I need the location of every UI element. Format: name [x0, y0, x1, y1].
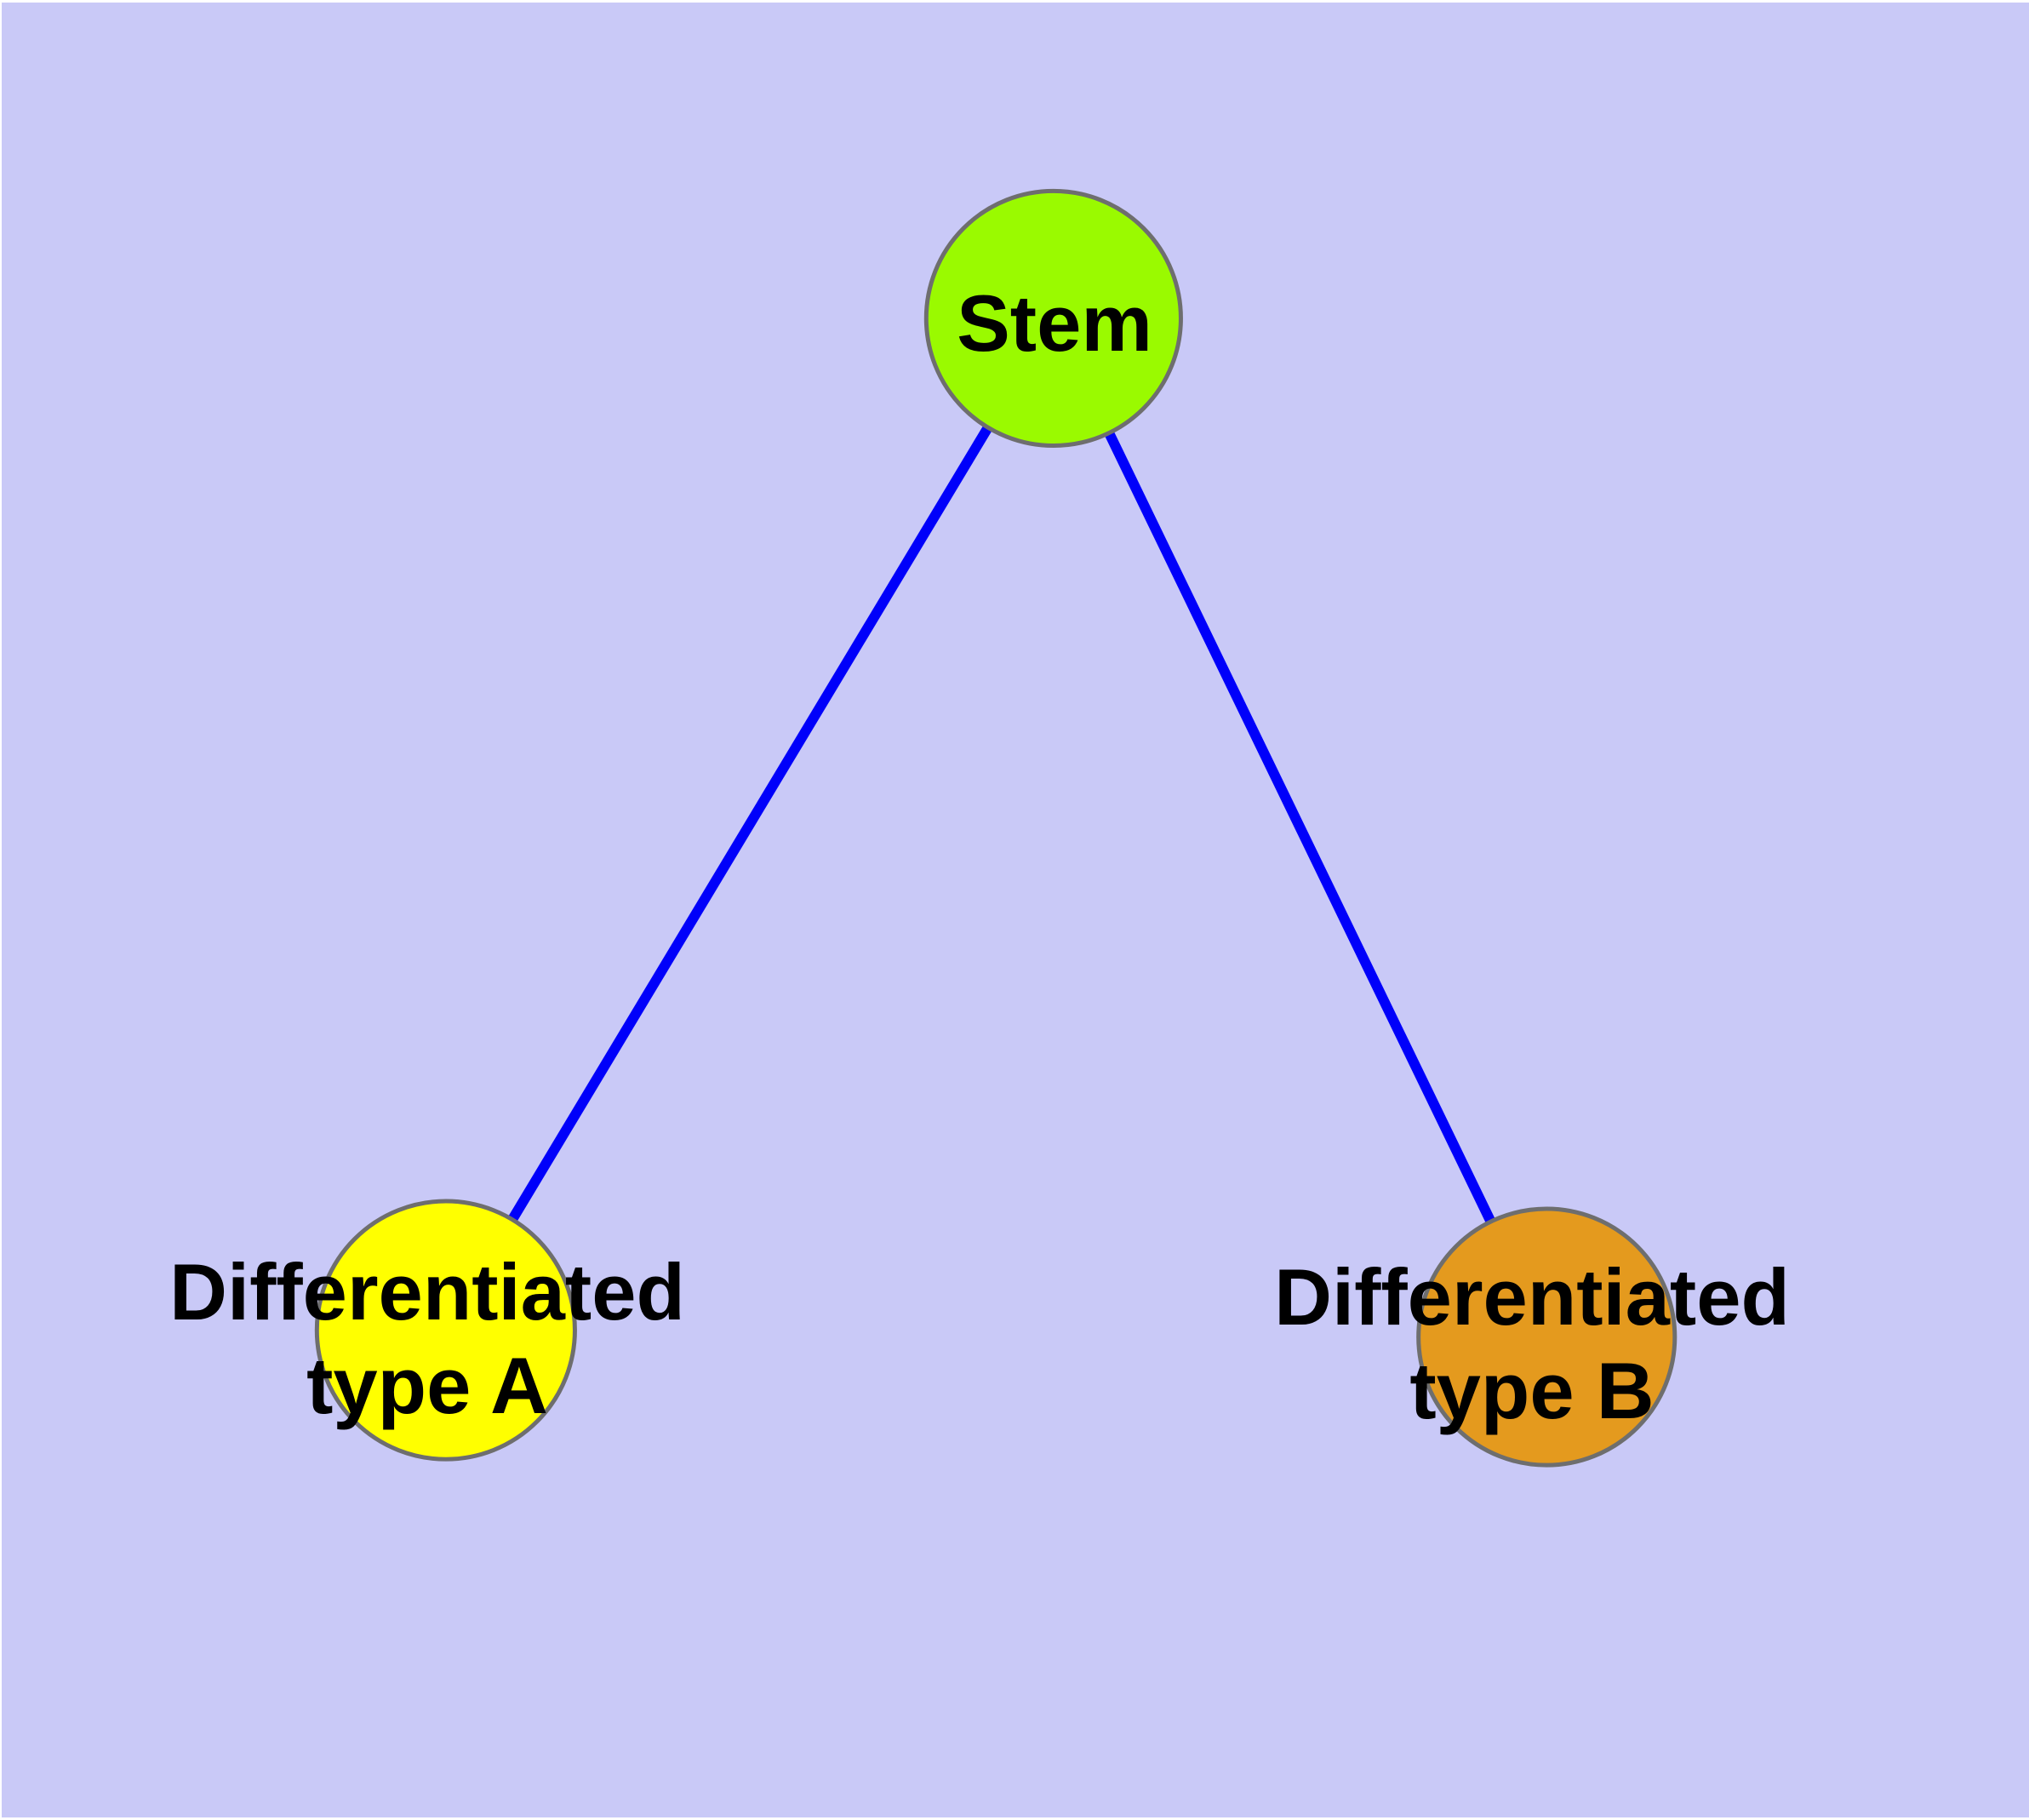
node-differentiated-type-b[interactable] [1416, 1206, 1677, 1468]
node-label-type-b: Differentiated type B [1274, 1251, 1790, 1438]
node-label-type-b-line1: Differentiated [1274, 1252, 1790, 1342]
node-label-type-a-line2: type A [306, 1341, 548, 1430]
node-label-type-b-line2: type B [1409, 1346, 1655, 1435]
edge-stem-to-type-b [1049, 316, 1552, 1340]
node-stem[interactable] [923, 188, 1183, 449]
node-label-stem: Stem [957, 278, 1152, 368]
node-label-type-a: Differentiated type A [169, 1245, 685, 1433]
edge-stem-to-type-a [441, 315, 1059, 1333]
graph-svg [314, 188, 1677, 1468]
node-differentiated-type-a[interactable] [314, 1199, 577, 1462]
node-label-type-a-line1: Differentiated [169, 1247, 685, 1336]
